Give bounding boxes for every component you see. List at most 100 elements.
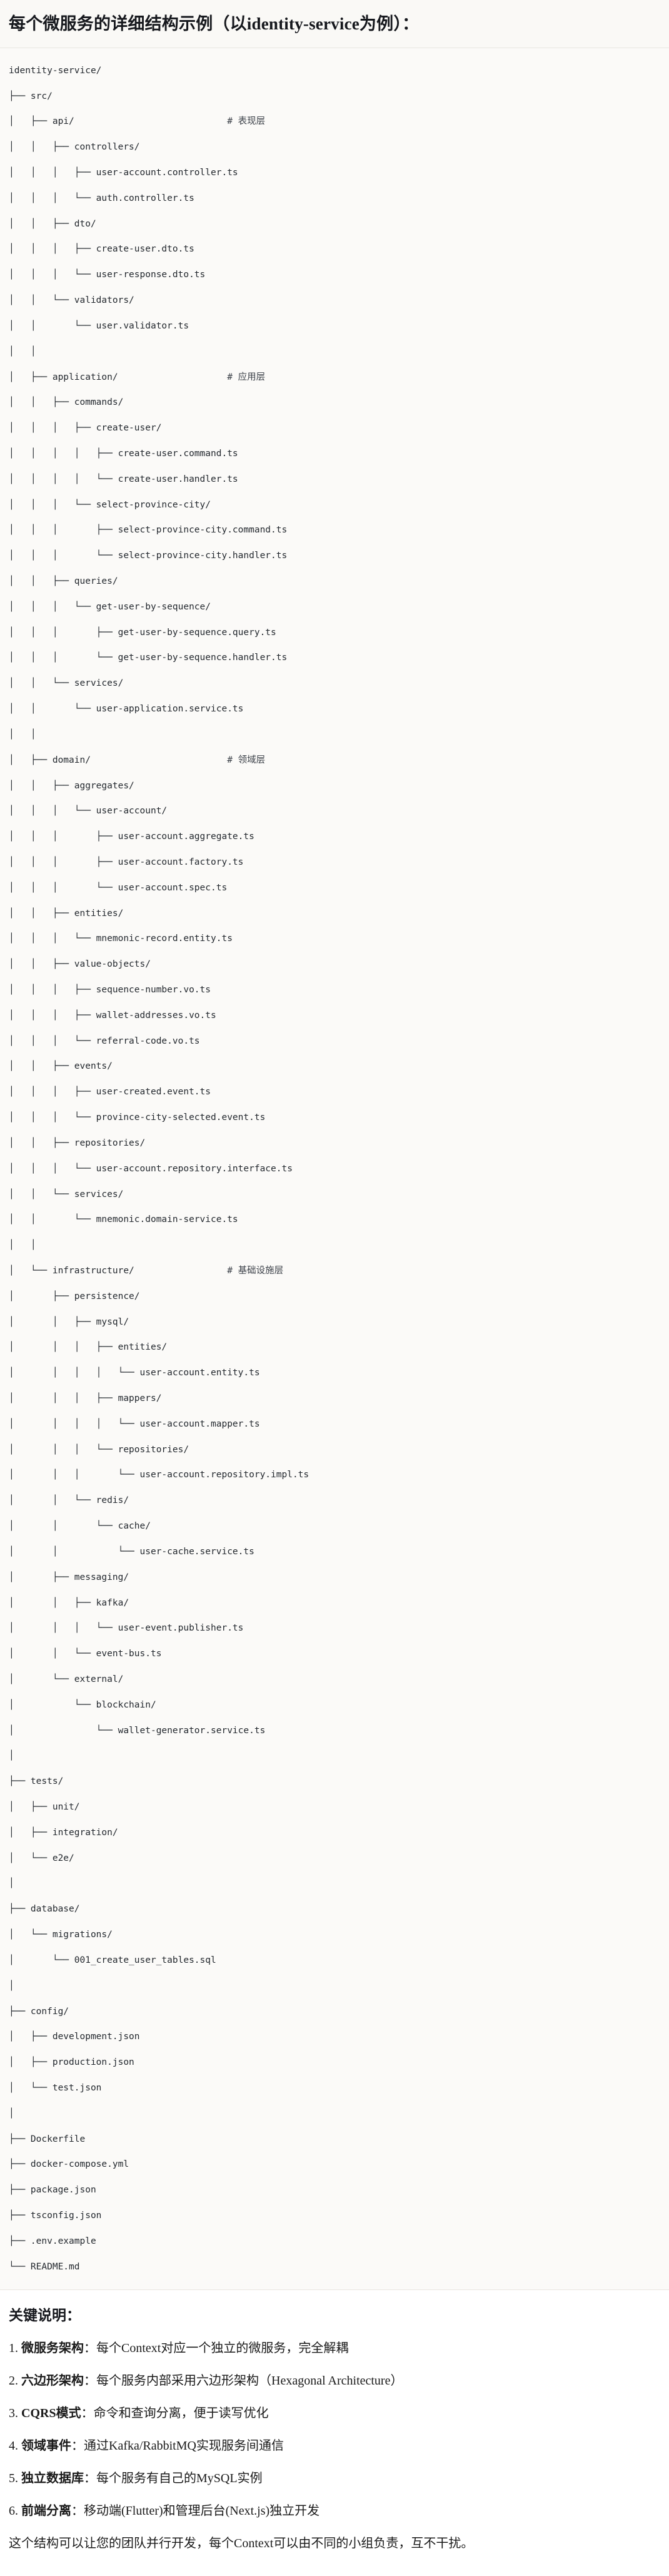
tree-line: │ │ └── services/	[9, 677, 660, 690]
tree-line-path: │ │ ├── value-objects/	[9, 959, 151, 970]
tree-line: │ ├── development.json	[9, 2030, 660, 2043]
tree-line: │ ├── unit/	[9, 1801, 660, 1813]
tree-line-path: │ │ │ │ └── create-user.handler.ts	[9, 474, 238, 484]
tree-line-path: │ └── blockchain/	[9, 1699, 156, 1710]
key-point-number: 3.	[9, 2406, 21, 2420]
tree-line: │ │	[9, 345, 660, 358]
directory-tree: identity-service/ ├── src/ │ ├── api/ # …	[9, 64, 660, 2273]
tree-line: │ │ │ │ ├── create-user.command.ts	[9, 447, 660, 460]
tree-line-path: identity-service/	[9, 65, 102, 76]
tree-line-comment: # 应用层	[227, 372, 266, 382]
tree-line: │ │ └── event-bus.ts	[9, 1647, 660, 1660]
tree-line: │ │ ├── aggregates/	[9, 780, 660, 792]
tree-line-path: │ │ ├── mysql/	[9, 1316, 129, 1327]
tree-comment-gap	[91, 755, 227, 765]
tree-line: │ │ └── cache/	[9, 1520, 660, 1532]
key-point-item: 1. 微服务架构：每个Context对应一个独立的微服务，完全解耦	[9, 2339, 660, 2358]
tree-line-path: ├── tsconfig.json	[9, 2211, 102, 2221]
tree-line: │ │ │ └── get-user-by-sequence.handler.t…	[9, 651, 660, 664]
tree-line-comment: # 基础设施层	[227, 1265, 284, 1276]
tree-line-path: │ │ │ │ └── user-account.entity.ts	[9, 1368, 260, 1378]
tree-line-path: │ ├── application/	[9, 372, 118, 382]
tree-line-path: │ │ │ └── user-account/	[9, 806, 168, 817]
tree-line: │ │ ├── entities/	[9, 907, 660, 920]
tree-line-path: │ │ │ └── mnemonic-record.entity.ts	[9, 934, 233, 944]
tree-line-path: │ │ │ └── repositories/	[9, 1444, 189, 1455]
key-point-item: 5. 独立数据库：每个服务有自己的MySQL实例	[9, 2469, 660, 2488]
tree-line: │ │ │ └── mnemonic-record.entity.ts	[9, 932, 660, 945]
tree-line-path: │ │ ├── events/	[9, 1061, 113, 1072]
tree-line-path: │ │ ├── entities/	[9, 908, 124, 919]
tree-line-path: │ │ └── services/	[9, 678, 124, 689]
tree-line-path: │ │ ├── controllers/	[9, 142, 140, 153]
tree-line: │ │ │ └── user-account.repository.impl.t…	[9, 1469, 660, 1481]
tree-line: │ └── e2e/	[9, 1852, 660, 1865]
tree-line: │ │ │ └── user-account.spec.ts	[9, 882, 660, 894]
tree-line: │ │ │ ├── get-user-by-sequence.query.ts	[9, 626, 660, 639]
key-point-term: 独立数据库	[21, 2471, 84, 2485]
tree-line: │ │ │ ├── create-user.dto.ts	[9, 243, 660, 255]
key-point-description: 每个服务内部采用六边形架构（Hexagonal Architecture）	[96, 2373, 403, 2388]
tree-line-path: │ │ │ ├── create-user.dto.ts	[9, 244, 194, 255]
key-point-number: 5.	[9, 2471, 21, 2485]
tree-line-path: │ │ ├── dto/	[9, 218, 96, 229]
tree-line-path: │ │ │ ├── user-account.factory.ts	[9, 857, 244, 867]
key-point-description: 命令和查询分离，便于读写优化	[93, 2406, 269, 2420]
key-point-separator: ：	[71, 2438, 84, 2453]
tree-line-path: │ │ │ └── user-response.dto.ts	[9, 270, 206, 280]
closing-paragraph: 这个结构可以让您的团队并行开发，每个Context可以由不同的小组负责，互不干扰…	[9, 2536, 474, 2550]
tree-line: │ │ │ ├── user-created.event.ts	[9, 1086, 660, 1098]
tree-line: │ │ │ ├── sequence-number.vo.ts	[9, 984, 660, 996]
key-points-list: 1. 微服务架构：每个Context对应一个独立的微服务，完全解耦 2. 六边形架…	[9, 2339, 660, 2520]
tree-line-path: │ │ │ └── user-event.publisher.ts	[9, 1623, 244, 1634]
key-point-description: 每个Context对应一个独立的微服务，完全解耦	[96, 2341, 349, 2355]
tree-line-path: │ │ │ ├── mappers/	[9, 1393, 162, 1403]
tree-line-path: │ │ └── event-bus.ts	[9, 1649, 162, 1659]
tree-line: │ └── blockchain/	[9, 1699, 660, 1711]
tree-line: │ ├── integration/	[9, 1826, 660, 1839]
tree-line-path: │ └── external/	[9, 1674, 124, 1684]
tree-line: │ │ └── user.validator.ts	[9, 320, 660, 332]
tree-line-path: │ │ │ ├── entities/	[9, 1342, 168, 1353]
tree-line-path: │ ├── production.json	[9, 2057, 134, 2068]
tree-line: │	[9, 2107, 660, 2120]
key-point-separator: ：	[84, 2341, 96, 2355]
tree-line-path: │ ├── persistence/	[9, 1291, 140, 1301]
tree-line-path: │ │ ├── commands/	[9, 397, 124, 408]
tree-line-path: │ │ │ └── user-account.repository.interf…	[9, 1163, 293, 1174]
tree-line-path: │ │ │ └── referral-code.vo.ts	[9, 1036, 200, 1046]
tree-line-path: │ │ ├── kafka/	[9, 1597, 129, 1608]
tree-line: │ │	[9, 728, 660, 741]
tree-line-path: │ │ │ ├── get-user-by-sequence.query.ts	[9, 627, 276, 638]
key-point-number: 6.	[9, 2503, 21, 2518]
tree-line: │ │ └── user-application.service.ts	[9, 703, 660, 715]
key-point-item: 2. 六边形架构：每个服务内部采用六边形架构（Hexagonal Archite…	[9, 2371, 660, 2390]
tree-line-path: │ ├── unit/	[9, 1802, 80, 1812]
tree-line-path: │ │ │ ├── user-account.aggregate.ts	[9, 832, 254, 842]
tree-line-path: │	[9, 2108, 14, 2119]
tree-line: │	[9, 1980, 660, 1992]
tree-line: ├── database/	[9, 1903, 660, 1915]
tree-line: │ │ │ ├── wallet-addresses.vo.ts	[9, 1009, 660, 1022]
tree-line: │ │ └── services/	[9, 1188, 660, 1201]
tree-line-path: │ └── infrastructure/	[9, 1265, 134, 1276]
tree-line-path: │ └── test.json	[9, 2082, 102, 2093]
tree-line: │	[9, 1877, 660, 1890]
tree-line: │ │ │ ├── user-account.aggregate.ts	[9, 830, 660, 843]
tree-line-path: │ │ ├── repositories/	[9, 1138, 146, 1148]
tree-line: │ └── external/	[9, 1673, 660, 1686]
tree-line: │ │ │ └── repositories/	[9, 1443, 660, 1456]
tree-line: │ │ │ └── referral-code.vo.ts	[9, 1035, 660, 1047]
tree-line: │ │	[9, 1239, 660, 1251]
tree-line: │ │ │ ├── entities/	[9, 1341, 660, 1353]
tree-line: │ │ │ ├── user-account.factory.ts	[9, 856, 660, 868]
tree-line: │ │ ├── controllers/	[9, 141, 660, 153]
tree-line: ├── config/	[9, 2005, 660, 2018]
key-point-term: CQRS模式	[21, 2406, 81, 2420]
key-point-description: 移动端(Flutter)和管理后台(Next.js)独立开发	[84, 2503, 320, 2518]
tree-line: │ │ │ │ └── user-account.mapper.ts	[9, 1418, 660, 1430]
tree-line-path: │ │ │ └── province-city-selected.event.t…	[9, 1112, 266, 1123]
key-point-item: 4. 领域事件：通过Kafka/RabbitMQ实现服务间通信	[9, 2436, 660, 2455]
tree-line-path: │	[9, 1751, 14, 1761]
tree-line: identity-service/	[9, 64, 660, 77]
